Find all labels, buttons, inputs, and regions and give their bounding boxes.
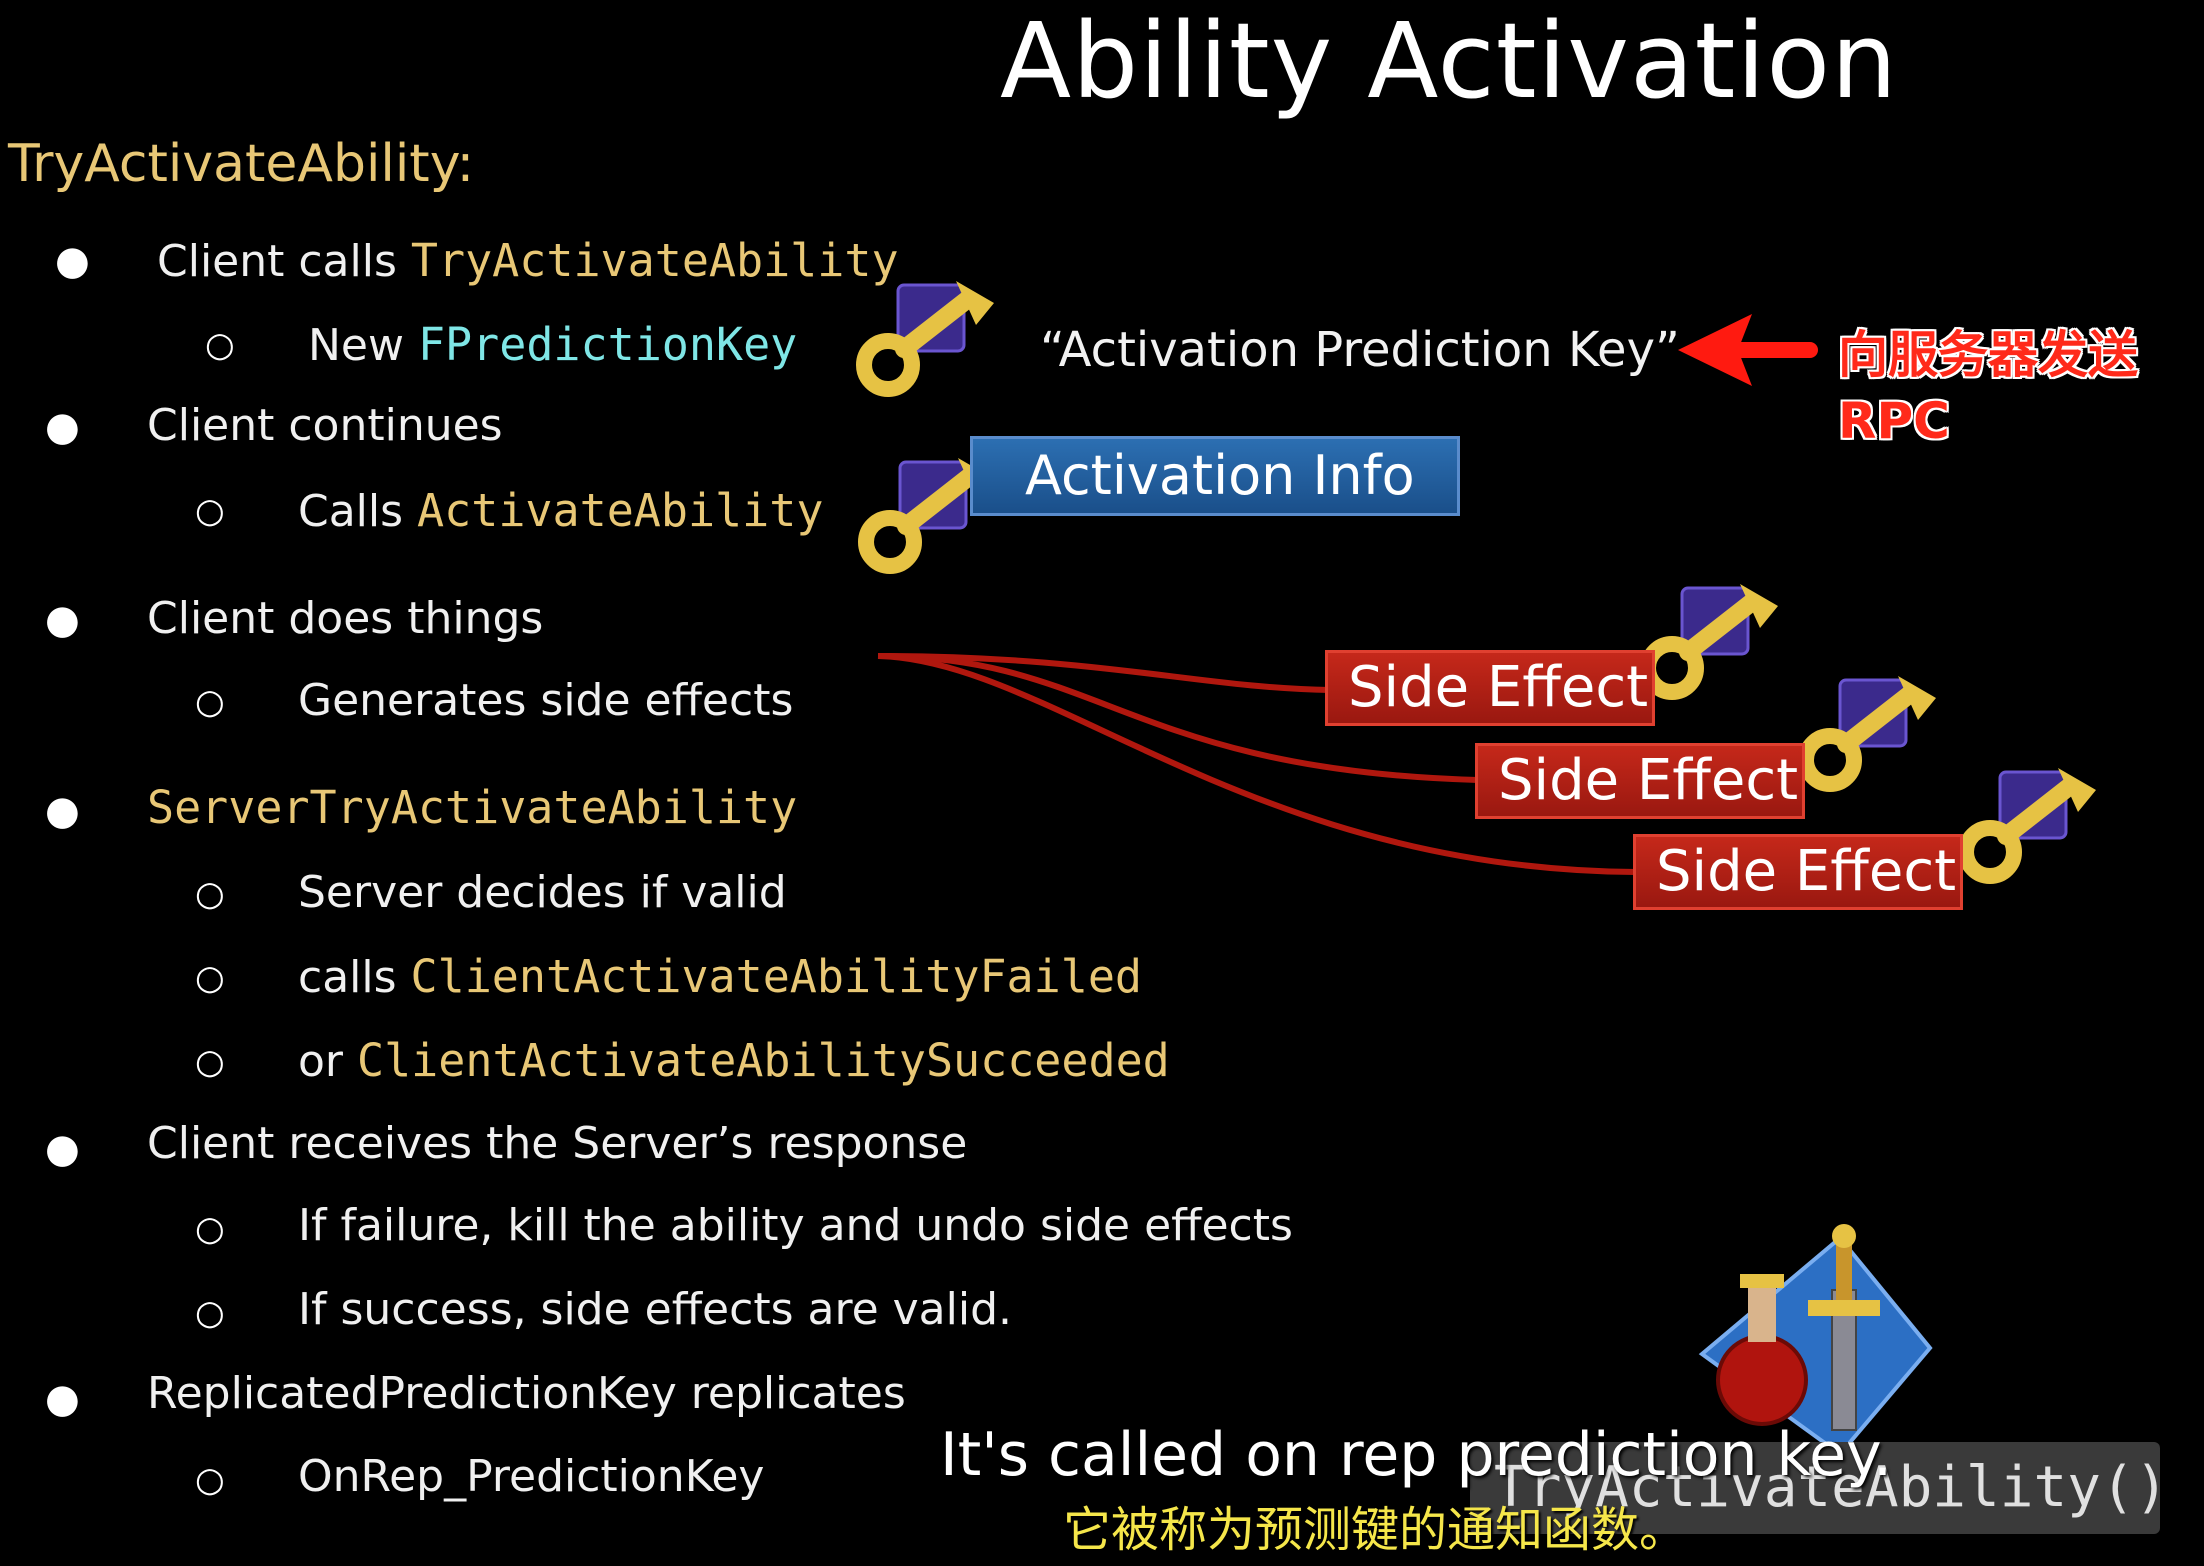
sub-bullet-dot: ○ [195,1293,225,1333]
key-label: “Activation Prediction Key” [1040,322,1680,378]
sub-bullet-dot: ○ [195,958,225,998]
list-item: ServerTryActivateAbility [147,781,798,834]
list-item: Client calls TryActivateAbility [157,234,899,287]
section-heading: TryActivateAbility: [8,134,475,194]
bullet-dot: ● [45,404,80,450]
activation-info-box: Activation Info [970,436,1460,516]
prediction-key-icon [1806,676,1936,784]
bullet-dot: ● [55,238,90,284]
side-effect-link [877,653,1479,783]
sub-bullet-dot: ○ [195,491,225,531]
slide-title: Ability Activation [1000,0,1898,122]
rpc-annotation: 向服务器发送RPC [1838,326,2138,450]
bullet-dot: ● [45,1126,80,1172]
prediction-key-icon [864,281,994,389]
bullet-dot: ● [45,1376,80,1422]
sub-bullet-dot: ○ [195,1042,225,1082]
bullet-dot: ● [45,788,80,834]
sub-bullet-dot: ○ [205,325,235,365]
ability-emblem-icon [1698,1224,1933,1457]
list-item: OnRep_PredictionKey [298,1451,765,1502]
list-item: ReplicatedPredictionKey replicates [147,1368,906,1419]
list-item: Calls ActivateAbility [298,484,824,537]
sub-bullet-dot: ○ [195,1209,225,1249]
side-effect-link [877,653,1637,875]
list-item: Client does things [147,593,544,644]
side-effect-box: Side Effect [1475,743,1805,819]
side-effect-box: Side Effect [1325,650,1655,726]
prediction-key-icon [1966,768,2096,876]
list-item: If failure, kill the ability and undo si… [298,1200,1293,1251]
list-item: If success, side effects are valid. [298,1284,1012,1335]
side-effect-box: Side Effect [1633,834,1963,910]
side-effect-link [877,653,1331,693]
list-item: Generates side effects [298,675,794,726]
subtitle-chinese: 它被称为预测键的通知函数。 [1063,1502,1688,1558]
list-item: New FPredictionKey [308,318,798,371]
list-item: Server decides if valid [298,867,787,918]
list-item: Client continues [147,400,503,451]
bullet-dot: ● [45,597,80,643]
list-item: Client receives the Server’s response [147,1118,968,1169]
list-item: or ClientActivateAbilitySucceeded [298,1034,1170,1087]
code-box: TryActivateAbility() [1470,1442,2168,1534]
arrow-left-icon [1678,314,1818,386]
sub-bullet-dot: ○ [195,874,225,914]
sub-bullet-dot: ○ [195,1460,225,1500]
sub-bullet-dot: ○ [195,682,225,722]
prediction-key-icon [1648,584,1778,692]
list-item: calls ClientActivateAbilityFailed [298,950,1143,1003]
subtitle-english: It's called on rep prediction key. [940,1420,1893,1490]
